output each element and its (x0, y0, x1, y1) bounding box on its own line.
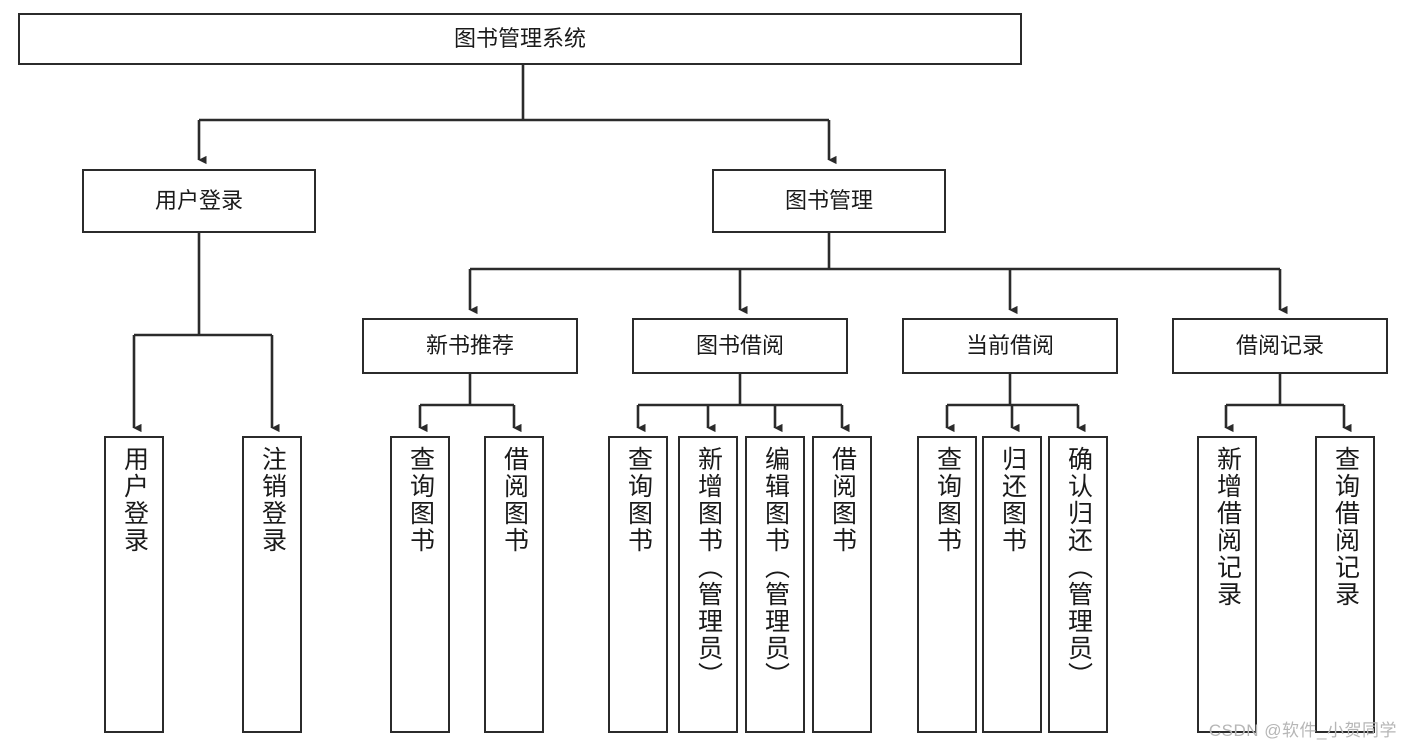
node-leaf-query-book-1[interactable]: 查询图书 (390, 436, 450, 733)
node-leaf-logout-label: 注销登录 (258, 446, 287, 554)
node-leaf-add-borrow-record-label: 新增借阅记录 (1213, 446, 1242, 608)
node-leaf-query-borrow-record-label: 查询借阅记录 (1331, 446, 1360, 608)
node-borrow-record-label: 借阅记录 (1235, 332, 1324, 358)
node-book-manage-label: 图书管理 (784, 187, 873, 213)
node-leaf-edit-book-admin[interactable]: 编辑图书（管理员） (745, 436, 805, 733)
node-leaf-query-book-3-label: 查询图书 (933, 446, 962, 554)
node-book-manage[interactable]: 图书管理 (712, 169, 946, 233)
node-leaf-user-login-label: 用户登录 (120, 446, 149, 554)
node-leaf-query-borrow-record[interactable]: 查询借阅记录 (1315, 436, 1375, 733)
node-current-borrow[interactable]: 当前借阅 (902, 318, 1118, 374)
node-borrow-record[interactable]: 借阅记录 (1172, 318, 1388, 374)
node-leaf-borrow-book-2-label: 借阅图书 (828, 446, 857, 554)
node-leaf-confirm-return-admin[interactable]: 确认归还（管理员） (1048, 436, 1108, 733)
node-current-borrow-label: 当前借阅 (965, 332, 1054, 358)
node-leaf-add-book-admin[interactable]: 新增图书（管理员） (678, 436, 738, 733)
node-new-book-rec-label: 新书推荐 (425, 332, 514, 358)
node-user-login[interactable]: 用户登录 (82, 169, 316, 233)
node-leaf-borrow-book-1[interactable]: 借阅图书 (484, 436, 544, 733)
node-leaf-edit-book-admin-label: 编辑图书（管理员） (761, 446, 790, 689)
node-new-book-rec[interactable]: 新书推荐 (362, 318, 578, 374)
node-leaf-query-book-2-label: 查询图书 (624, 446, 653, 554)
node-leaf-confirm-return-admin-label: 确认归还（管理员） (1064, 446, 1093, 689)
node-book-borrow-label: 图书借阅 (695, 332, 784, 358)
node-leaf-borrow-book-1-label: 借阅图书 (500, 446, 529, 554)
node-book-borrow[interactable]: 图书借阅 (632, 318, 848, 374)
node-leaf-query-book-3[interactable]: 查询图书 (917, 436, 977, 733)
node-leaf-add-borrow-record[interactable]: 新增借阅记录 (1197, 436, 1257, 733)
node-leaf-logout[interactable]: 注销登录 (242, 436, 302, 733)
node-leaf-user-login[interactable]: 用户登录 (104, 436, 164, 733)
node-leaf-return-book[interactable]: 归还图书 (982, 436, 1042, 733)
node-root[interactable]: 图书管理系统 (18, 13, 1022, 65)
node-leaf-borrow-book-2[interactable]: 借阅图书 (812, 436, 872, 733)
node-root-label: 图书管理系统 (453, 25, 586, 51)
node-leaf-query-book-1-label: 查询图书 (406, 446, 435, 554)
node-leaf-return-book-label: 归还图书 (998, 446, 1027, 554)
node-user-login-label: 用户登录 (154, 187, 243, 213)
watermark-text: CSDN @软件_小贺同学 (1208, 721, 1397, 740)
node-leaf-query-book-2[interactable]: 查询图书 (608, 436, 668, 733)
node-leaf-add-book-admin-label: 新增图书（管理员） (694, 446, 723, 689)
